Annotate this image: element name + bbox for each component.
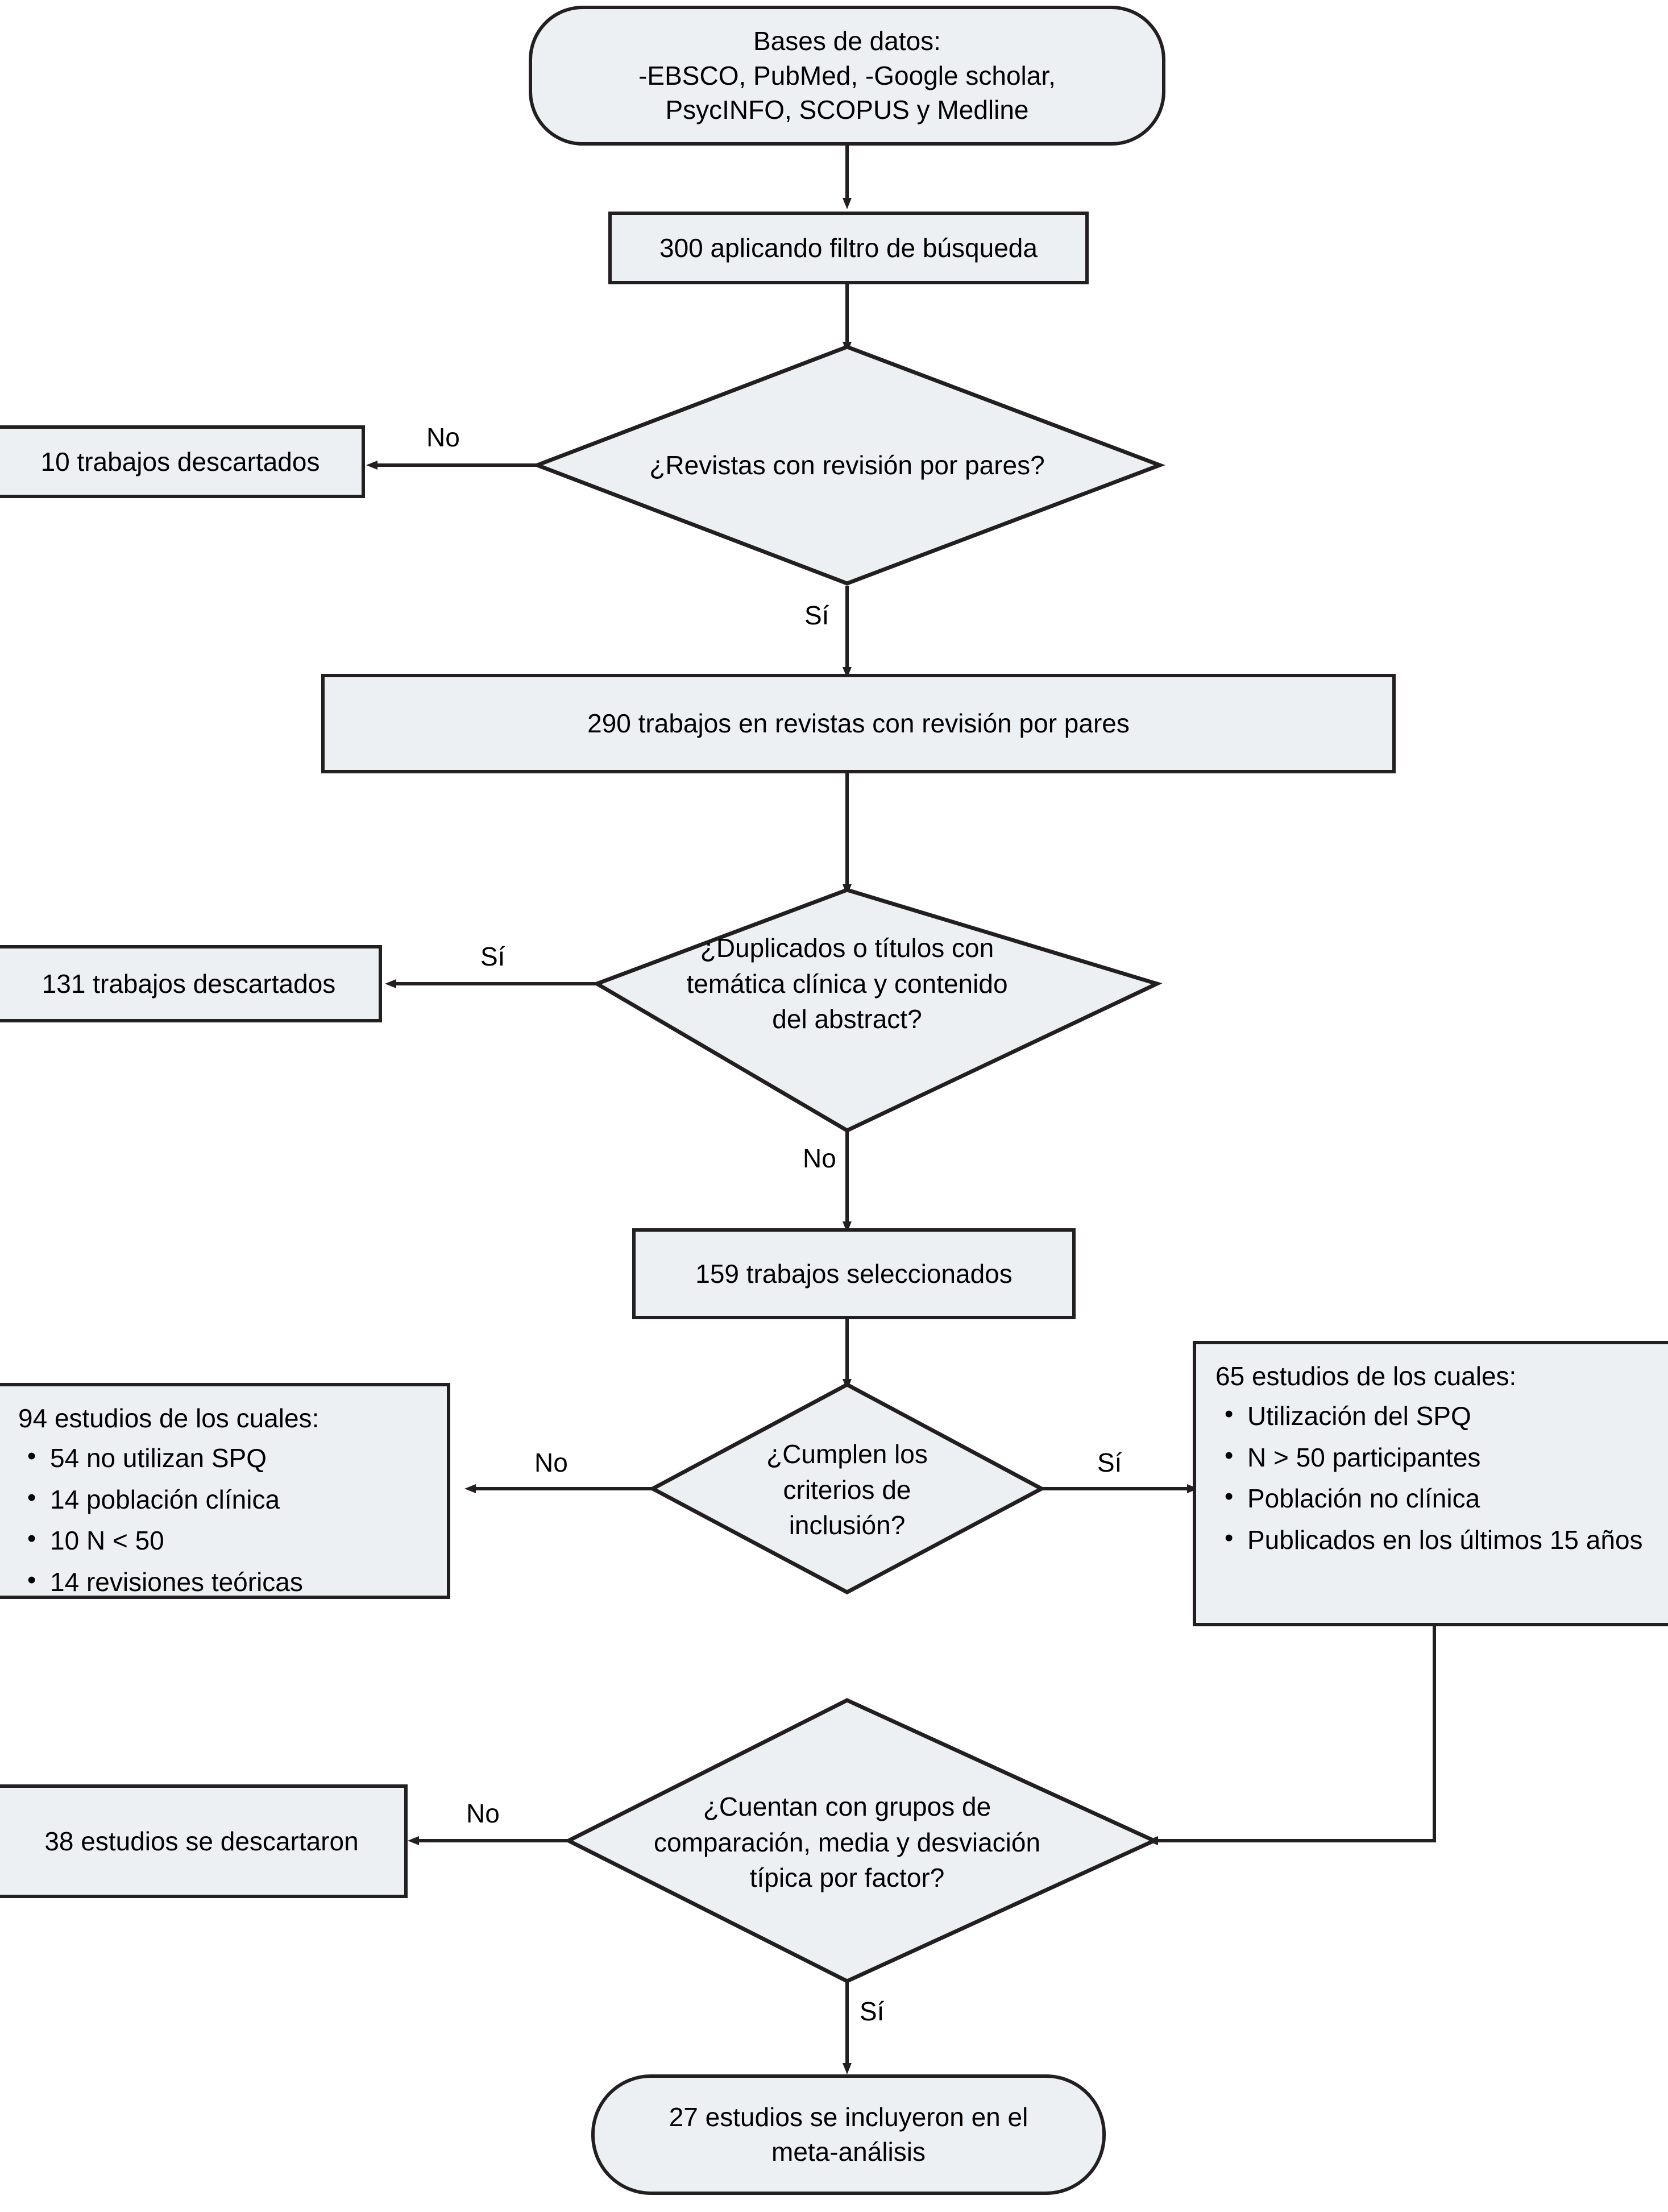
list-item: Utilización del SPQ [1225,1398,1655,1433]
edge-label-duplicates-no: No [803,1144,836,1173]
node-selected-159: 159 trabajos seleccionados [632,1228,1076,1319]
node-databases: Bases de datos: -EBSCO, PubMed, -Google … [529,6,1165,146]
edge-label-groups-no: No [466,1799,500,1828]
list-item: 54 no utilizan SPQ [27,1440,430,1475]
node-final-27-text: 27 estudios se incluyeron en el meta-aná… [669,2102,1028,2167]
node-included-65-heading: 65 estudios de los cuales: [1215,1361,1517,1391]
node-peer-reviewed-290: 290 trabajos en revistas con revisión po… [321,674,1396,773]
node-discarded-131: 131 trabajos descartados [0,945,382,1022]
node-peer-reviewed-290-text: 290 trabajos en revistas con revisión po… [587,709,1130,739]
node-databases-text: Bases de datos: -EBSCO, PubMed, -Google … [638,26,1056,125]
edge-label-peer-review-si: Sí [804,600,829,630]
node-filter: 300 aplicando filtro de búsqueda [608,212,1089,284]
node-excluded-94-heading: 94 estudios de los cuales: [18,1403,320,1433]
node-final-27: 27 estudios se incluyeron en el meta-aná… [591,2074,1106,2195]
list-item: N > 50 participantes [1225,1440,1655,1474]
node-selected-159-text: 159 trabajos seleccionados [695,1258,1013,1289]
node-discarded-10: 10 trabajos descartados [0,425,365,498]
node-duplicates-text: ¿Duplicados o títulos con temática clíni… [686,933,1008,1034]
edge-label-duplicates-si: Sí [480,942,505,971]
node-included-65-list: Utilización del SPQ N > 50 participantes… [1215,1398,1655,1557]
list-item: 14 revisiones teóricas [27,1564,430,1599]
node-groups-text: ¿Cuentan con grupos de comparación, medi… [653,1792,1041,1893]
node-discarded-10-text: 10 trabajos descartados [40,446,320,477]
node-peer-review-text: ¿Revistas con revisión por pares? [649,450,1045,480]
node-inclusion-text: ¿Cumplen los criterios de inclusión? [766,1439,928,1540]
node-discarded-38: 38 estudios se descartaron [0,1784,408,1898]
edge-label-inclusion-si: Sí [1097,1448,1122,1477]
list-item: Población no clínica [1225,1481,1655,1515]
node-discarded-38-text: 38 estudios se descartaron [44,1826,359,1856]
edge-label-peer-review-no: No [426,422,460,452]
list-item: Publicados en los últimos 15 años [1225,1522,1655,1557]
node-discarded-131-text: 131 trabajos descartados [42,968,336,999]
list-item: 10 N < 50 [27,1523,430,1557]
node-included-65: 65 estudios de los cuales: Utilización d… [1193,1341,1668,1626]
edge-label-inclusion-no: No [534,1448,568,1477]
node-filter-text: 300 aplicando filtro de búsqueda [659,233,1038,263]
edge-label-groups-si: Sí [860,1996,885,2026]
node-excluded-94: 94 estudios de los cuales: 54 no utiliza… [0,1383,450,1599]
wire-65-to-groups [1147,1626,1436,1845]
node-excluded-94-list: 54 no utilizan SPQ 14 población clínica … [18,1440,430,1600]
list-item: 14 población clínica [27,1482,430,1517]
